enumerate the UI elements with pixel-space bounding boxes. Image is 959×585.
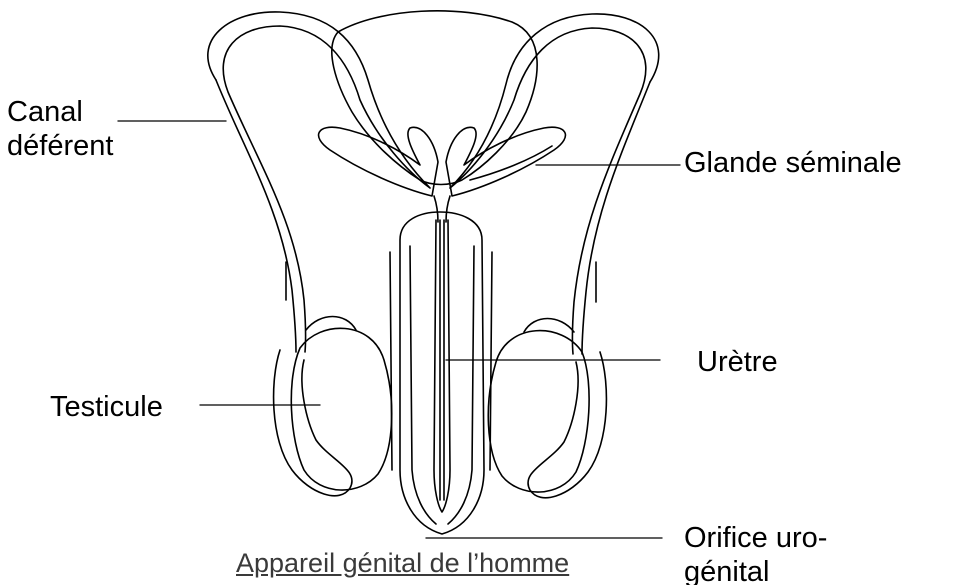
corps-caverneux-right [448, 246, 474, 524]
glande-seminale-left [319, 127, 438, 196]
label-canal-line1: Canal [7, 95, 113, 129]
uretre-inner [440, 220, 444, 500]
uretre-trunk [434, 196, 450, 222]
canal-deferent-left-outer [208, 12, 430, 352]
label-orifice-line2: génital [684, 555, 827, 585]
label-canal-deferent: Canal déférent [7, 95, 113, 163]
canal-deferent-right-outer [450, 14, 659, 354]
penis-body [400, 212, 484, 534]
epididyme-right-head [524, 319, 574, 333]
label-canal-line2: déférent [7, 129, 113, 163]
uretre-canal [434, 220, 450, 512]
epididyme-left [274, 350, 352, 496]
label-orifice-line1: Orifice uro- [684, 521, 827, 555]
label-testicule: Testicule [50, 390, 163, 424]
epididyme-left-head [306, 317, 356, 331]
diagram-caption: Appareil génital de l’homme [236, 547, 569, 579]
testicule-left [291, 328, 391, 490]
label-glande-seminale: Glande séminale [684, 146, 902, 180]
corps-caverneux-left [410, 246, 436, 524]
canal-deferent-right-inner [582, 82, 650, 354]
glande-seminale-right [446, 127, 565, 196]
bladder-outline [332, 11, 537, 185]
label-orifice-uro-genital: Orifice uro- génital [684, 521, 827, 585]
epididyme-right [528, 352, 606, 498]
label-uretre: Urètre [697, 345, 778, 379]
